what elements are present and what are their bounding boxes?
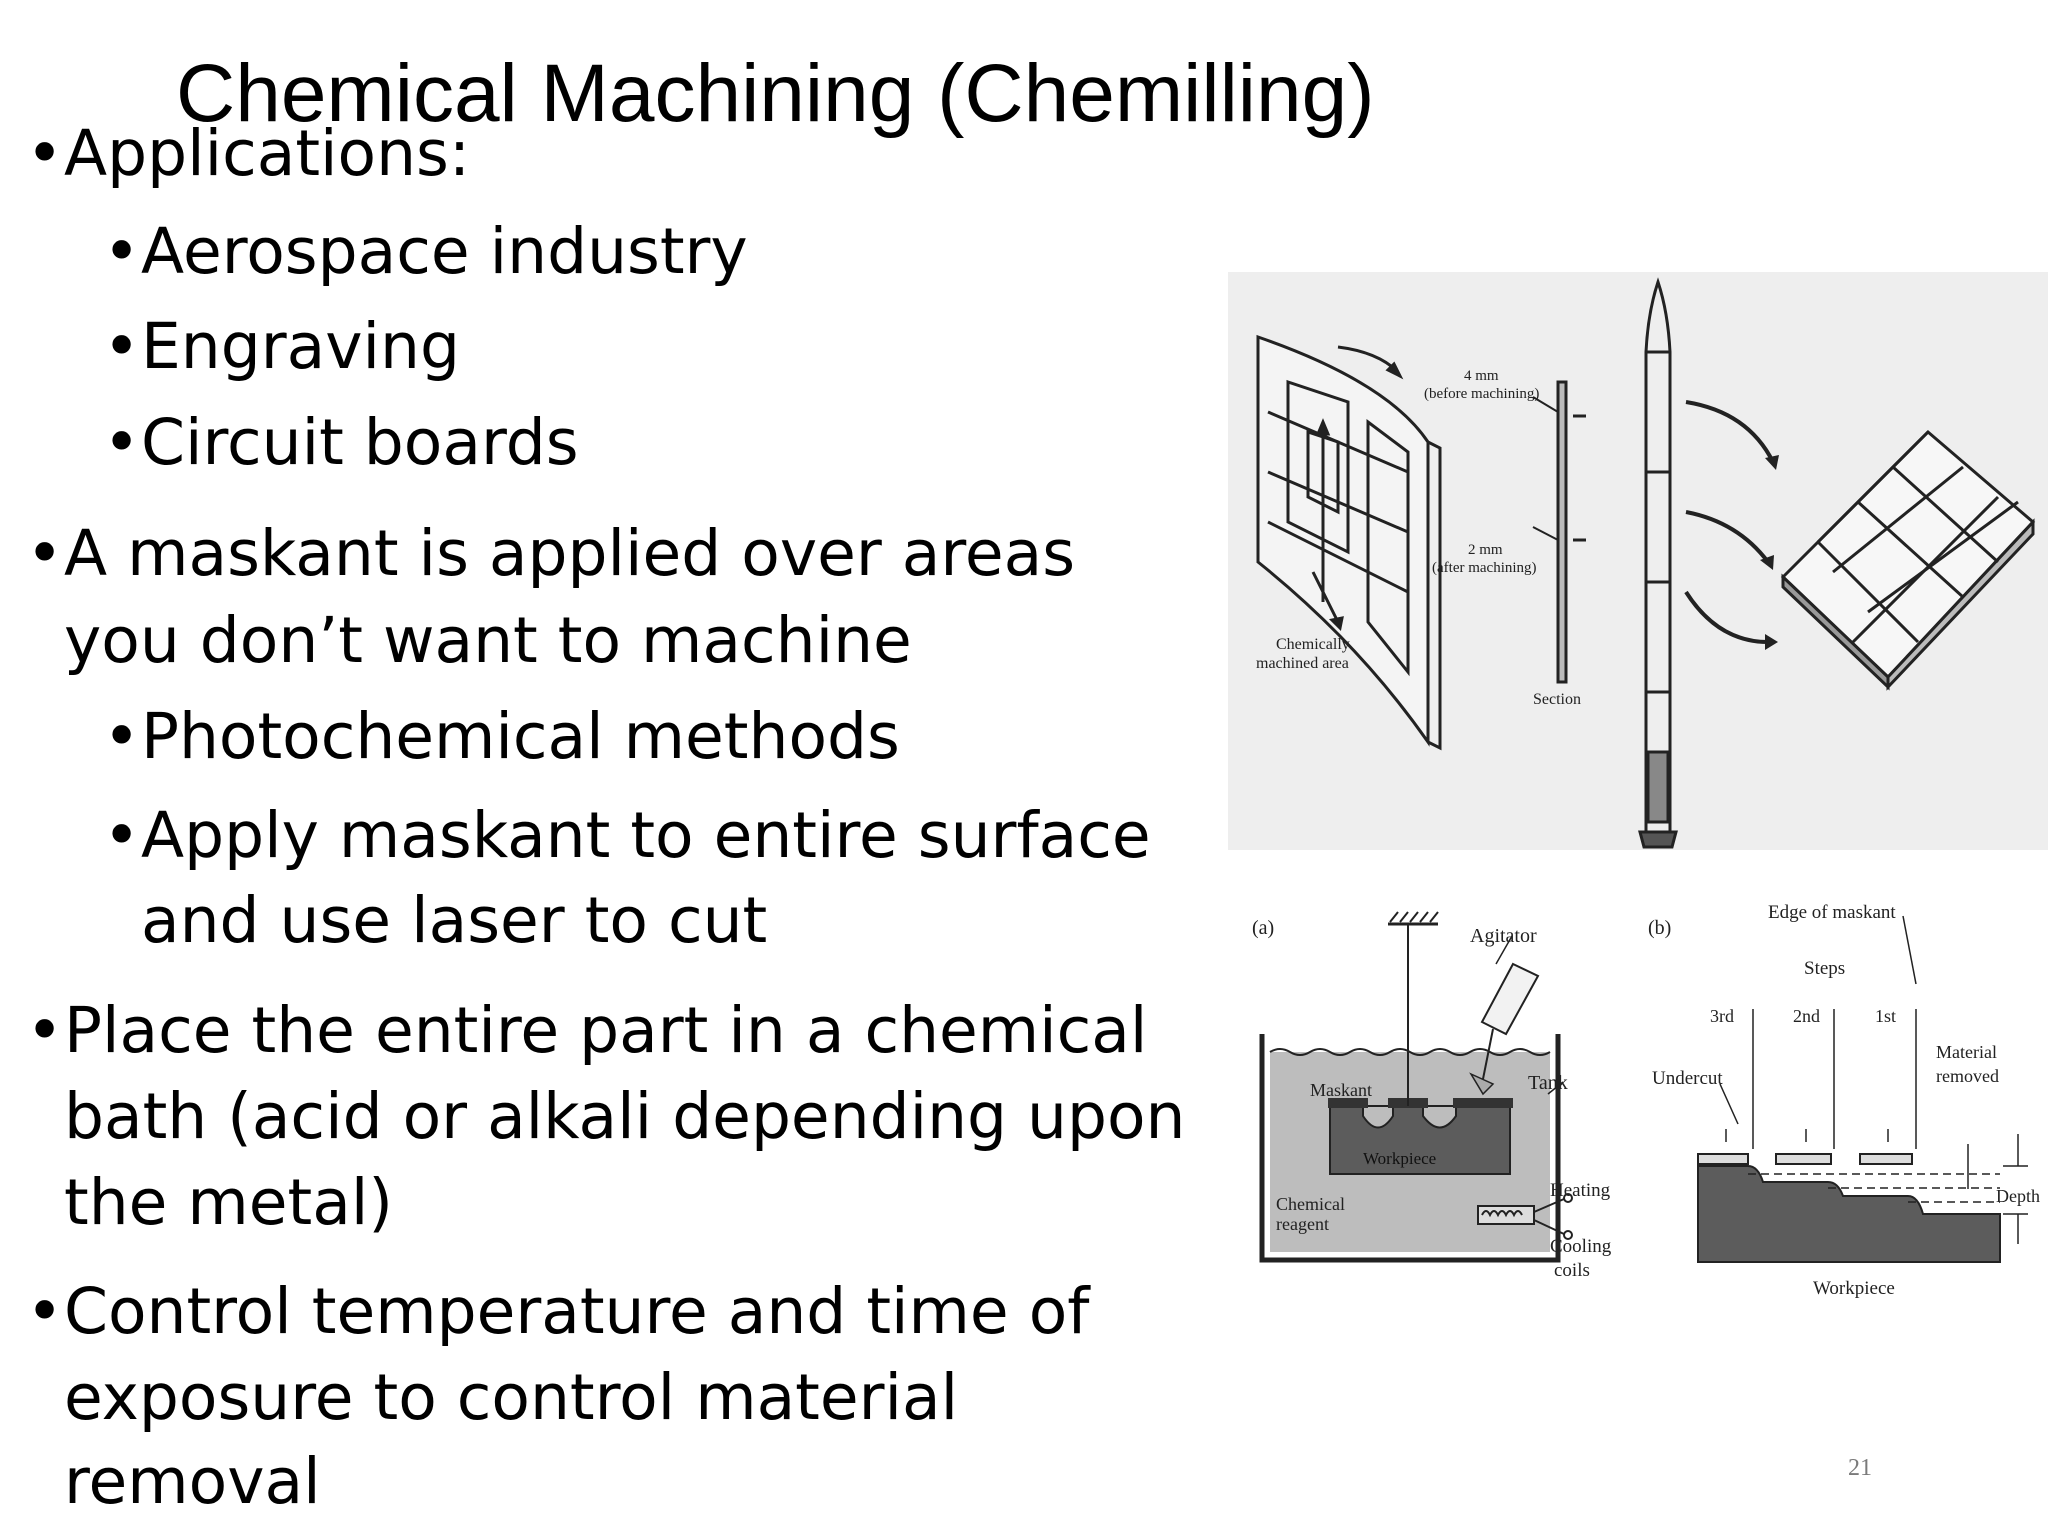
panel-labels: Chemically machined area	[1256, 636, 1350, 672]
label-1st: 1st	[1875, 1006, 1896, 1026]
bullet-dot: •	[103, 215, 141, 288]
bullet-applications: •Applications:	[26, 112, 470, 196]
bullet-dot: •	[103, 406, 141, 479]
chemical-machining-process-figure: (a) (b)	[1228, 884, 2048, 1324]
label-chemically: Chemically	[1276, 636, 1350, 653]
label-chemical: Chemical	[1276, 1194, 1345, 1214]
label-panel-a: (a)	[1252, 917, 1274, 939]
bullet-control-temperature-cont: exposure to control material	[64, 1361, 959, 1434]
bullet-chemical-bath-cont2: the metal)	[64, 1166, 393, 1239]
label-before-machining: (before machining)	[1424, 386, 1539, 402]
bullet-dot: •	[26, 994, 64, 1067]
chemilling-applications-figure: Chemically machined area 4 mm (before ma…	[1228, 272, 2048, 850]
label-panel-b: (b)	[1648, 917, 1671, 939]
process-drawing: (a) (b)	[1252, 902, 2040, 1299]
label-workpiece-a: Workpiece	[1363, 1149, 1436, 1168]
page-number: 21	[1848, 1455, 1872, 1481]
bullet-control-temperature: •Control temperature and time of	[26, 1270, 1089, 1354]
label-2mm: 2 mm	[1468, 542, 1503, 558]
bullet-control-temperature-cont2: removal	[64, 1445, 321, 1518]
bullet-dot: •	[103, 700, 141, 773]
bullet-maskant-cont: you don’t want to machine	[64, 604, 912, 677]
bullet-dot: •	[26, 117, 64, 190]
bullet-engraving: •Engraving	[103, 305, 460, 389]
label-2nd: 2nd	[1793, 1006, 1820, 1026]
label-undercut: Undercut	[1652, 1068, 1723, 1089]
label-steps: Steps	[1804, 958, 1845, 979]
tank-drawing	[1259, 911, 1573, 1263]
rocket-arrows	[1684, 400, 1775, 644]
rocket-drawing	[1638, 277, 1678, 849]
label-material: Material	[1936, 1042, 1997, 1062]
slide-title: Chemical Machining (Chemilling)	[176, 48, 1375, 139]
bullet-circuit-boards: •Circuit boards	[103, 401, 579, 485]
label-section: Section	[1533, 691, 1581, 708]
agitator-hatch	[1389, 911, 1439, 923]
label-coils: coils	[1554, 1260, 1590, 1281]
label-4mm: 4 mm	[1464, 368, 1499, 384]
bullet-list: •Applications: •Aerospace industry •Engr…	[26, 112, 1186, 1518]
bullet-dot: •	[103, 310, 141, 383]
label-removed: removed	[1936, 1066, 1999, 1086]
chemilling-applications-drawing: Chemically machined area 4 mm (before ma…	[1256, 277, 2036, 849]
bullet-apply-maskant: •Apply maskant to entire surface	[103, 794, 1151, 878]
label-depth: Depth	[1996, 1186, 2040, 1206]
isogrid-ribs	[1816, 430, 2019, 644]
heating-coil	[1477, 1193, 1573, 1240]
bullet-chemical-bath: •Place the entire part in a chemical	[26, 989, 1147, 1073]
steps-drawing	[1697, 915, 2028, 1263]
label-cooling: Cooling	[1550, 1236, 1612, 1257]
label-machined-area: machined area	[1256, 655, 1349, 672]
isogrid-panel	[1780, 429, 2036, 691]
step-leaders	[1719, 915, 2028, 1244]
section-drawing	[1532, 380, 1586, 684]
dashed-levels	[1748, 1173, 2000, 1203]
label-heating: Heating	[1550, 1180, 1611, 1201]
bullet-dot: •	[26, 517, 64, 590]
bullet-chemical-bath-cont: bath (acid or alkali depending upon	[64, 1080, 1186, 1153]
curved-panel	[1256, 334, 1442, 751]
bullet-photochemical: •Photochemical methods	[103, 695, 900, 779]
label-reagent: reagent	[1276, 1214, 1329, 1234]
label-tank: Tank	[1528, 1072, 1568, 1094]
label-after-machining: (after machining)	[1432, 560, 1537, 576]
label-edge-of-maskant: Edge of maskant	[1768, 902, 1896, 923]
label-maskant: Maskant	[1310, 1080, 1372, 1100]
label-workpiece-b: Workpiece	[1813, 1278, 1895, 1299]
bullet-dot: •	[103, 799, 141, 872]
bullet-dot: •	[26, 1275, 64, 1348]
bullet-apply-maskant-cont: and use laser to cut	[141, 884, 768, 957]
label-3rd: 3rd	[1710, 1006, 1734, 1026]
bullet-aerospace: •Aerospace industry	[103, 210, 748, 294]
label-agitator: Agitator	[1470, 925, 1537, 947]
bullet-maskant: •A maskant is applied over areas	[26, 512, 1075, 596]
